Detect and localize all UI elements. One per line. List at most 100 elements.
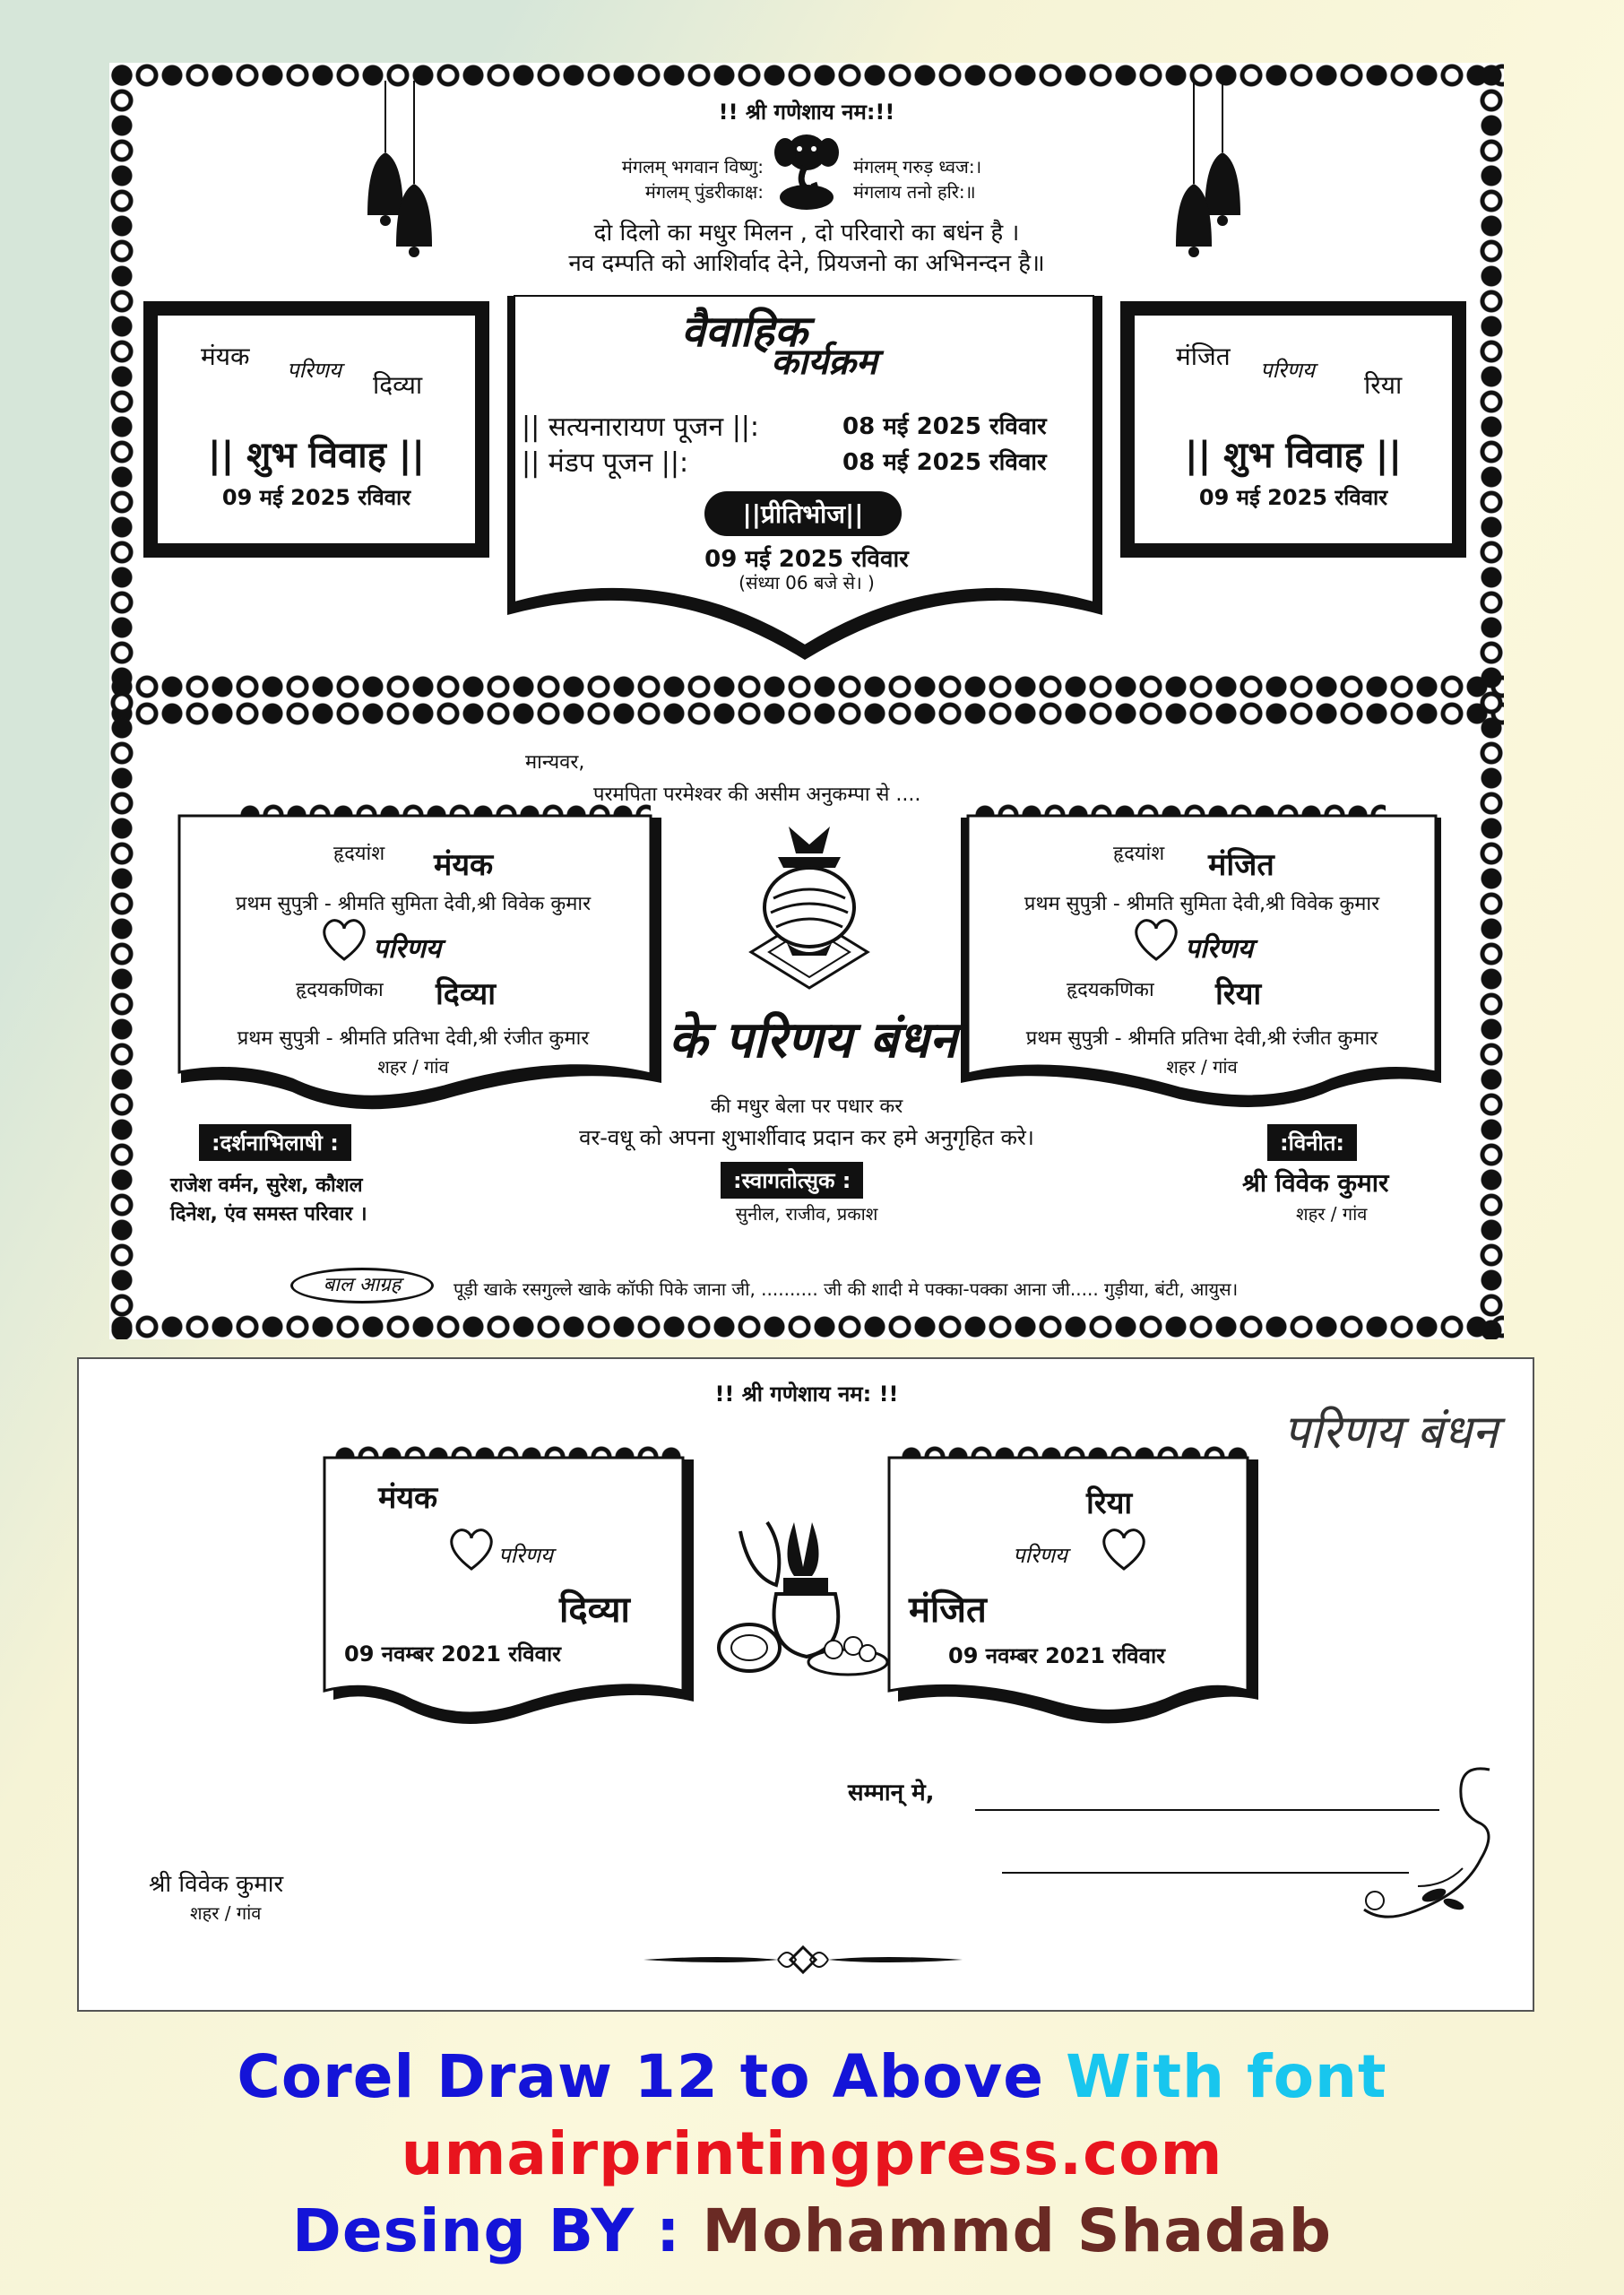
place: शहर / गांव (1166, 1056, 1238, 1078)
sender-place: शहर / गांव (190, 1902, 262, 1924)
groom-name: मंजित (1176, 342, 1231, 371)
footer-website[interactable]: umairprintingpress.com (401, 2119, 1223, 2188)
swagat-names: सुनील, राजीव, प्रकाश (735, 1203, 878, 1225)
footer-line-3b: Mohammd Shadab (702, 2196, 1332, 2265)
center-title: के परिणय बंधन (669, 1011, 957, 1070)
shubh-vivah-title: || शुभ विवाह || (1185, 435, 1402, 476)
wedding-date: 09 मई 2025 रविवार (1198, 485, 1388, 510)
couplet-1: दो दिलो का मधुर मिलन , दो परिवारो का बधं… (593, 220, 1020, 247)
event-1-date: 08 मई 2025 रविवार (842, 413, 1047, 440)
daughter-name: रिया (1215, 976, 1262, 1012)
left-family-scroll: हृदयांश मंयक प्रथम सुपुत्री - श्रीमति सु… (176, 803, 667, 1126)
brand-script: परिणय बंधन (1283, 1406, 1499, 1459)
bell-icon (367, 81, 432, 257)
heart-icon (450, 1529, 493, 1571)
address-line-1[interactable] (975, 1809, 1439, 1811)
envelope-invocation: !! श्री गणेशाय नम: !! (714, 1381, 899, 1407)
footer-line-1a: Corel Draw 12 to Above (237, 2042, 1045, 2111)
program-heading-1: वैवाहिक (681, 307, 808, 357)
bottom-border (109, 1314, 1504, 1339)
program-heading-2: कार्यक्रम (771, 342, 877, 383)
son-name: मंजित (1208, 847, 1274, 883)
event-1: || सत्यनारायण पूजन ||: (522, 411, 760, 443)
bride-name: दिव्या (373, 370, 423, 400)
invocation: !! श्री गणेशाय नम:!! (718, 100, 895, 125)
ganesha-icon (774, 134, 839, 210)
footer-line-3: Desing BY : Mohammd Shadab (0, 2196, 1624, 2265)
daughter-name: दिव्या (436, 976, 497, 1012)
place: शहर / गांव (377, 1056, 449, 1078)
program-scroll (507, 295, 1102, 660)
mantra-right-1: मंगलम् गरुड़ ध्वज:। (853, 156, 982, 178)
salutation: मान्यवर, (525, 751, 585, 774)
left-name-box: मंयक परिणय दिव्या || शुभ विवाह || 09 मई … (143, 301, 489, 558)
shubh-vivah-title: || शुभ विवाह || (208, 435, 425, 476)
opening-line: परमपिता परमेश्वर की असीम अनुकम्पा से ...… (593, 784, 921, 806)
daughter-label: हृदयकणिका (296, 979, 384, 1001)
event-2: || मंडप पूजन ||: (522, 447, 689, 479)
couplet-2: नव दम्पति को आशिर्वाद देने, प्रियजनो का … (568, 250, 1045, 277)
bride-name: रिया (1086, 1485, 1133, 1521)
feast-date: 09 मई 2025 रविवार (704, 546, 909, 573)
feast-label: ||प्रीतिभोज|| (704, 491, 902, 536)
parinay-script: परिणय (1260, 358, 1315, 383)
mantra-left-1: मंगलम् भगवान विष्णु: (621, 156, 764, 178)
vinit-label: :विनीत: (1267, 1124, 1357, 1161)
footer-line-1: Corel Draw 12 to Above With font (0, 2042, 1624, 2111)
envelope-date: 09 नवम्बर 2021 रविवार (948, 1643, 1165, 1668)
groom-name: मंयक (201, 342, 250, 371)
son-parents: प्रथम सुपुत्री - श्रीमति सुमिता देवी,श्र… (1024, 893, 1380, 915)
bal-agrah-badge: बाल आग्रह (290, 1268, 434, 1303)
envelope-right-scroll: रिया परिणय मंजित 09 नवम्बर 2021 रविवार (887, 1445, 1260, 1741)
bride-name: रिया (1364, 370, 1403, 400)
vinit-place: शहर / गांव (1296, 1203, 1368, 1225)
right-family-scroll: हृदयांश मंजित प्रथम सुपुत्री - श्रीमति स… (955, 803, 1447, 1126)
address-line-2[interactable] (1002, 1872, 1409, 1874)
right-name-box: मंजित परिणय रिया || शुभ विवाह || 09 मई 2… (1120, 301, 1466, 558)
heart-icon (1135, 919, 1178, 961)
son-name: मंयक (434, 847, 494, 883)
parinay-script: परिणय (287, 358, 341, 383)
envelope-date: 09 नवम्बर 2021 रविवार (344, 1641, 561, 1667)
swagat-label: :स्वागतोत्सुक : (721, 1162, 864, 1199)
parinay-script: परिणय (498, 1543, 553, 1568)
mantra-right-2: मंगलाय तनो हरि:॥ (853, 181, 976, 203)
vinit-name: श्री विवेक कुमार (1242, 1168, 1389, 1198)
right-border (1479, 63, 1504, 1339)
event-2-date: 08 मई 2025 रविवार (842, 449, 1047, 476)
center-line-1: की मधुर बेला पर पधार कर (710, 1096, 903, 1118)
top-border (109, 63, 1504, 88)
samman-label: सम्मान् मे, (848, 1780, 935, 1806)
middle-border-1 (109, 674, 1504, 699)
son-label: हृदयांश (1113, 843, 1165, 865)
groom-name: मंयक (378, 1480, 438, 1516)
son-parents: प्रथम सुपुत्री - श्रीमति सुमिता देवी,श्र… (235, 893, 592, 915)
darshan-line-2: दिनेश, एंव समस्त परिवार । (170, 1203, 367, 1225)
parinay-script: परिणय (1013, 1543, 1067, 1568)
left-border (109, 63, 134, 1339)
coconut-kalash-icon (717, 1520, 889, 1676)
feast-time: (संध्या 06 बजे से। ) (739, 572, 875, 593)
daughter-parents: प्रथम सुपुत्री - श्रीमति प्रतिभा देवी,श्… (1025, 1027, 1378, 1050)
envelope-left-scroll: मंयक परिणय दिव्या 09 नवम्बर 2021 रविवार (323, 1445, 695, 1741)
darshan-line-1: राजेश वर्मन, सुरेश, कौशल (170, 1174, 363, 1197)
daughter-label: हृदयकणिका (1067, 979, 1154, 1001)
footer-line-3a: Desing BY : (292, 2196, 681, 2265)
center-line-2: वर-वधू को अपना शुभार्शीवाद प्रदान कर हमे… (579, 1125, 1034, 1150)
heart-icon (323, 919, 366, 961)
son-label: हृदयांश (333, 843, 385, 865)
footer-line-1b: With font (1066, 2042, 1387, 2111)
mantra-left-2: मंगलम् पुंडरीकाक्ष: (644, 181, 764, 203)
envelope-card (77, 1357, 1534, 2012)
kalash-icon (748, 827, 870, 990)
bell-icon (1176, 81, 1240, 257)
wedding-date: 09 मई 2025 रविवार (221, 485, 411, 510)
floral-corner-icon (1363, 1767, 1490, 1918)
ornament-divider-icon (644, 1944, 963, 1975)
bal-agrah-label: बाल आग्रह (323, 1274, 402, 1296)
daughter-parents: प्रथम सुपुत्री - श्रीमति प्रतिभा देवी,श्… (237, 1027, 590, 1050)
bal-agrah-text: पूड़ी खाके रसगुल्ले खाके कॉफी पिके जाना … (454, 1278, 1239, 1300)
parinay-script: परिणय (1185, 933, 1254, 965)
middle-border-2 (109, 701, 1504, 726)
heart-icon (1102, 1529, 1145, 1571)
